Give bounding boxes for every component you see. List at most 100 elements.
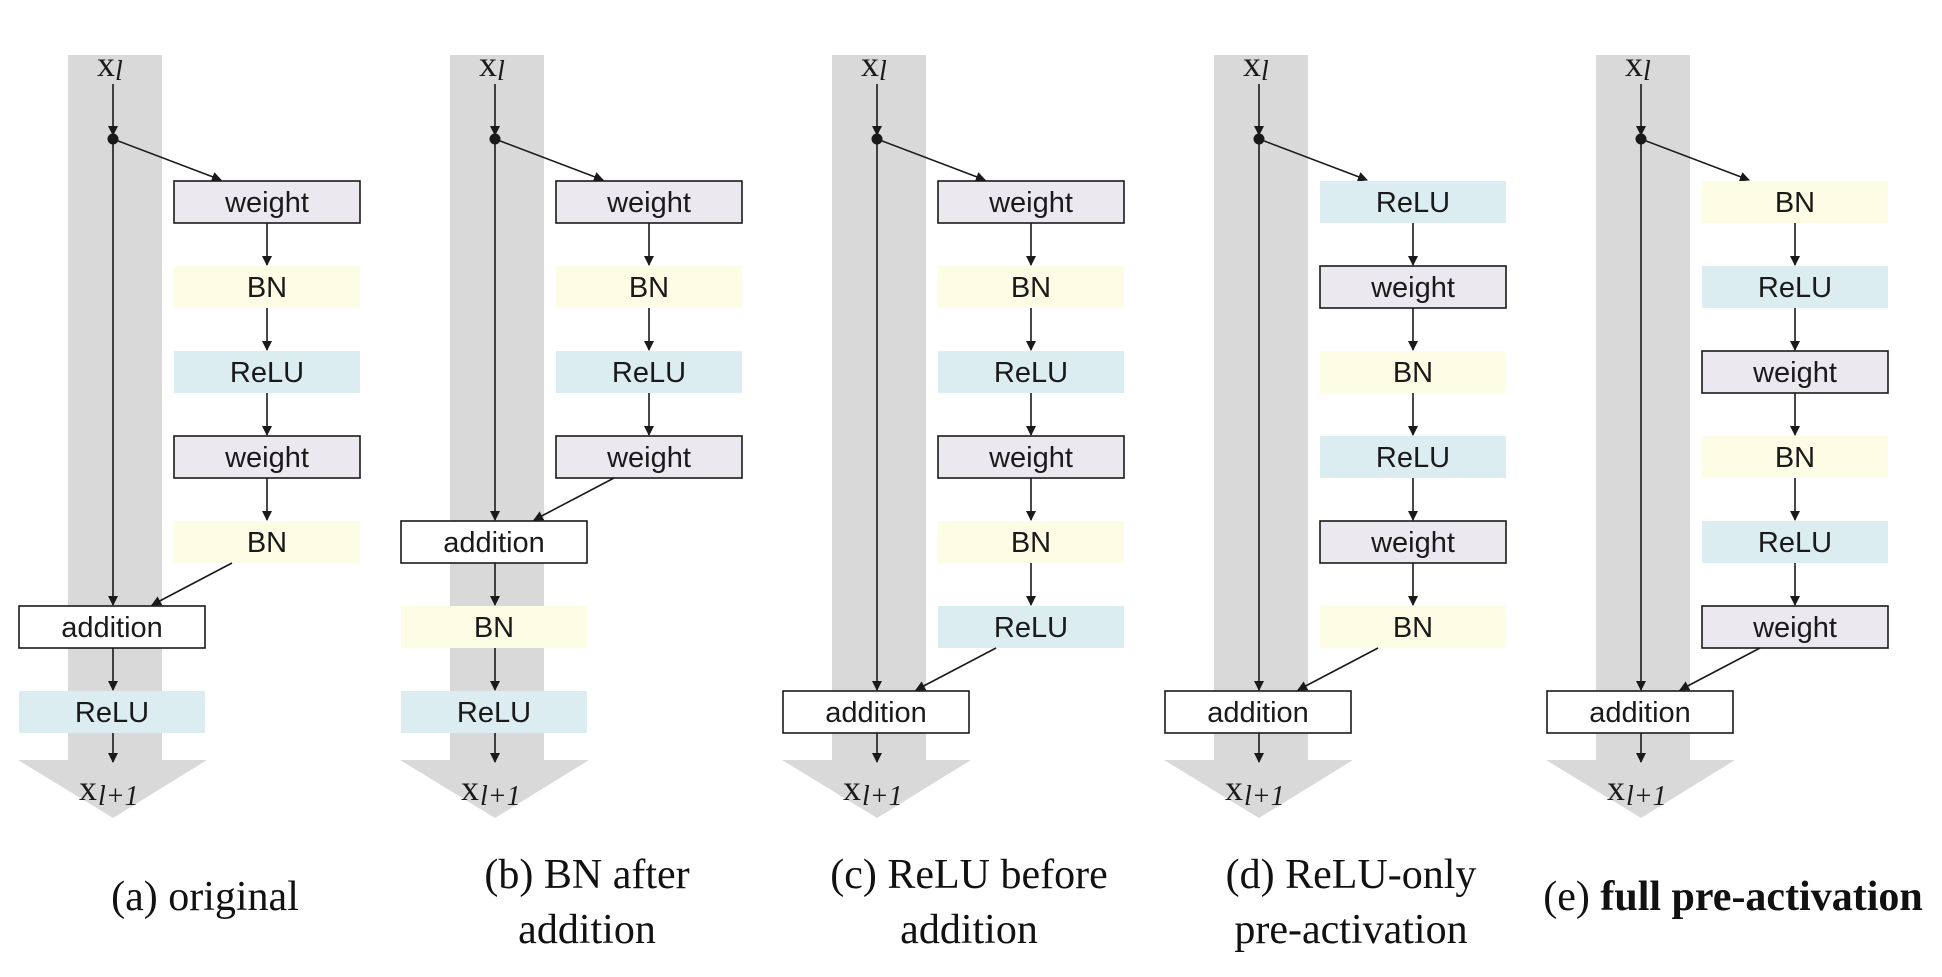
residual-layer-weight-box bbox=[173, 180, 361, 224]
addition-node-box bbox=[1546, 690, 1734, 734]
post-addition-bn-box bbox=[401, 606, 587, 648]
residual-layer-bn-label: BN bbox=[1775, 187, 1815, 219]
caption-a: (a) original bbox=[10, 870, 400, 925]
residual-layer-weight-box bbox=[937, 435, 1125, 479]
caption-text: pre-activation bbox=[1234, 907, 1468, 953]
residual-layer-weight: weight bbox=[937, 435, 1125, 479]
output-arrowhead-band bbox=[1546, 760, 1735, 818]
residual-layer-weight: weight bbox=[173, 435, 361, 479]
output-x-label: x bbox=[461, 768, 479, 808]
post-addition-relu-label: ReLU bbox=[457, 697, 531, 729]
residual-layer-relu: ReLU bbox=[1320, 181, 1506, 223]
addition-node: addition bbox=[400, 520, 588, 564]
input-x-subscript: l bbox=[879, 56, 887, 87]
residual-layer-bn: BN bbox=[1702, 181, 1888, 223]
caption-text: original bbox=[168, 874, 299, 920]
residual-layer-weight: weight bbox=[173, 180, 361, 224]
post-addition-bn: BN bbox=[401, 606, 587, 648]
shortcut-band bbox=[1596, 55, 1690, 760]
residual-layer-weight-label: weight bbox=[1752, 357, 1837, 389]
residual-layer-weight-label: weight bbox=[988, 442, 1073, 474]
residual-layer-relu: ReLU bbox=[174, 351, 360, 393]
residual-layer-relu-label: ReLU bbox=[994, 357, 1068, 389]
caption-line: addition bbox=[774, 903, 1164, 958]
input-x-label: x bbox=[97, 44, 115, 84]
residual-layer-weight: weight bbox=[1701, 350, 1889, 394]
residual-layer-weight-box bbox=[1319, 520, 1507, 564]
addition-node: addition bbox=[18, 605, 206, 649]
residual-layer-bn: BN bbox=[1320, 351, 1506, 393]
merge-arrow bbox=[1679, 647, 1761, 691]
addition-node-box bbox=[18, 605, 206, 649]
output-x-subscript: l+1 bbox=[98, 781, 139, 812]
residual-layer-weight-box bbox=[937, 180, 1125, 224]
caption-line: addition bbox=[392, 903, 782, 958]
shortcut-band bbox=[832, 55, 926, 760]
addition-node-label: addition bbox=[61, 612, 163, 644]
residual-layer-relu-box bbox=[1702, 521, 1888, 563]
residual-layer-relu: ReLU bbox=[1320, 436, 1506, 478]
post-addition-bn-label: BN bbox=[474, 612, 514, 644]
caption-prefix: (b) bbox=[484, 852, 544, 898]
caption-text: addition bbox=[518, 907, 656, 953]
post-addition-relu: ReLU bbox=[401, 691, 587, 733]
residual-layer-bn: BN bbox=[938, 521, 1124, 563]
output-arrowhead-band bbox=[18, 760, 207, 818]
post-addition-relu-box bbox=[401, 691, 587, 733]
residual-layer-relu-box bbox=[1702, 266, 1888, 308]
caption-line: (e) full pre-activation bbox=[1538, 870, 1928, 925]
residual-layer-relu-box bbox=[174, 351, 360, 393]
addition-node-label: addition bbox=[1207, 697, 1309, 729]
residual-layer-bn-box bbox=[1702, 181, 1888, 223]
post-addition-relu-label: ReLU bbox=[75, 697, 149, 729]
shortcut-band bbox=[68, 55, 162, 760]
caption-text: addition bbox=[900, 907, 1038, 953]
residual-layer-weight-label: weight bbox=[224, 442, 309, 474]
residual-layer-bn-box bbox=[174, 266, 360, 308]
residual-layer-bn-box bbox=[938, 266, 1124, 308]
residual-layer-weight-label: weight bbox=[988, 187, 1073, 219]
output-arrowhead-band bbox=[1164, 760, 1353, 818]
addition-node: addition bbox=[1546, 690, 1734, 734]
branch-arrow bbox=[876, 138, 986, 182]
residual-layer-relu-box bbox=[938, 606, 1124, 648]
input-x-label: x bbox=[479, 44, 497, 84]
addition-node-box bbox=[400, 520, 588, 564]
branch-arrow bbox=[494, 138, 604, 182]
residual-layer-weight: weight bbox=[1319, 265, 1507, 309]
output-x-subscript: l+1 bbox=[1244, 781, 1285, 812]
residual-layer-bn-label: BN bbox=[247, 272, 287, 304]
residual-layer-bn: BN bbox=[174, 521, 360, 563]
residual-layer-relu-label: ReLU bbox=[1758, 272, 1832, 304]
caption-text: full pre-activation bbox=[1600, 874, 1923, 920]
shortcut-band bbox=[450, 55, 544, 760]
input-x-label: x bbox=[1625, 44, 1643, 84]
residual-layer-weight: weight bbox=[555, 435, 743, 479]
addition-node-label: addition bbox=[1589, 697, 1691, 729]
branch-arrow bbox=[1640, 138, 1750, 182]
output-x-label: x bbox=[1607, 768, 1625, 808]
residual-layer-bn-box bbox=[1320, 351, 1506, 393]
residual-layer-weight-box bbox=[173, 435, 361, 479]
caption-e: (e) full pre-activation bbox=[1538, 870, 1928, 925]
residual-layer-relu-box bbox=[556, 351, 742, 393]
input-x-subscript: l bbox=[497, 56, 505, 87]
residual-layer-bn-label: BN bbox=[629, 272, 669, 304]
residual-layer-weight: weight bbox=[555, 180, 743, 224]
output-x-subscript: l+1 bbox=[862, 781, 903, 812]
addition-node-box bbox=[1164, 690, 1352, 734]
residual-layer-bn-label: BN bbox=[1393, 357, 1433, 389]
residual-layer-relu: ReLU bbox=[1702, 266, 1888, 308]
output-x-subscript: l+1 bbox=[480, 781, 521, 812]
caption-line: (d) ReLU-only bbox=[1156, 848, 1546, 903]
post-addition-relu-box bbox=[19, 691, 205, 733]
